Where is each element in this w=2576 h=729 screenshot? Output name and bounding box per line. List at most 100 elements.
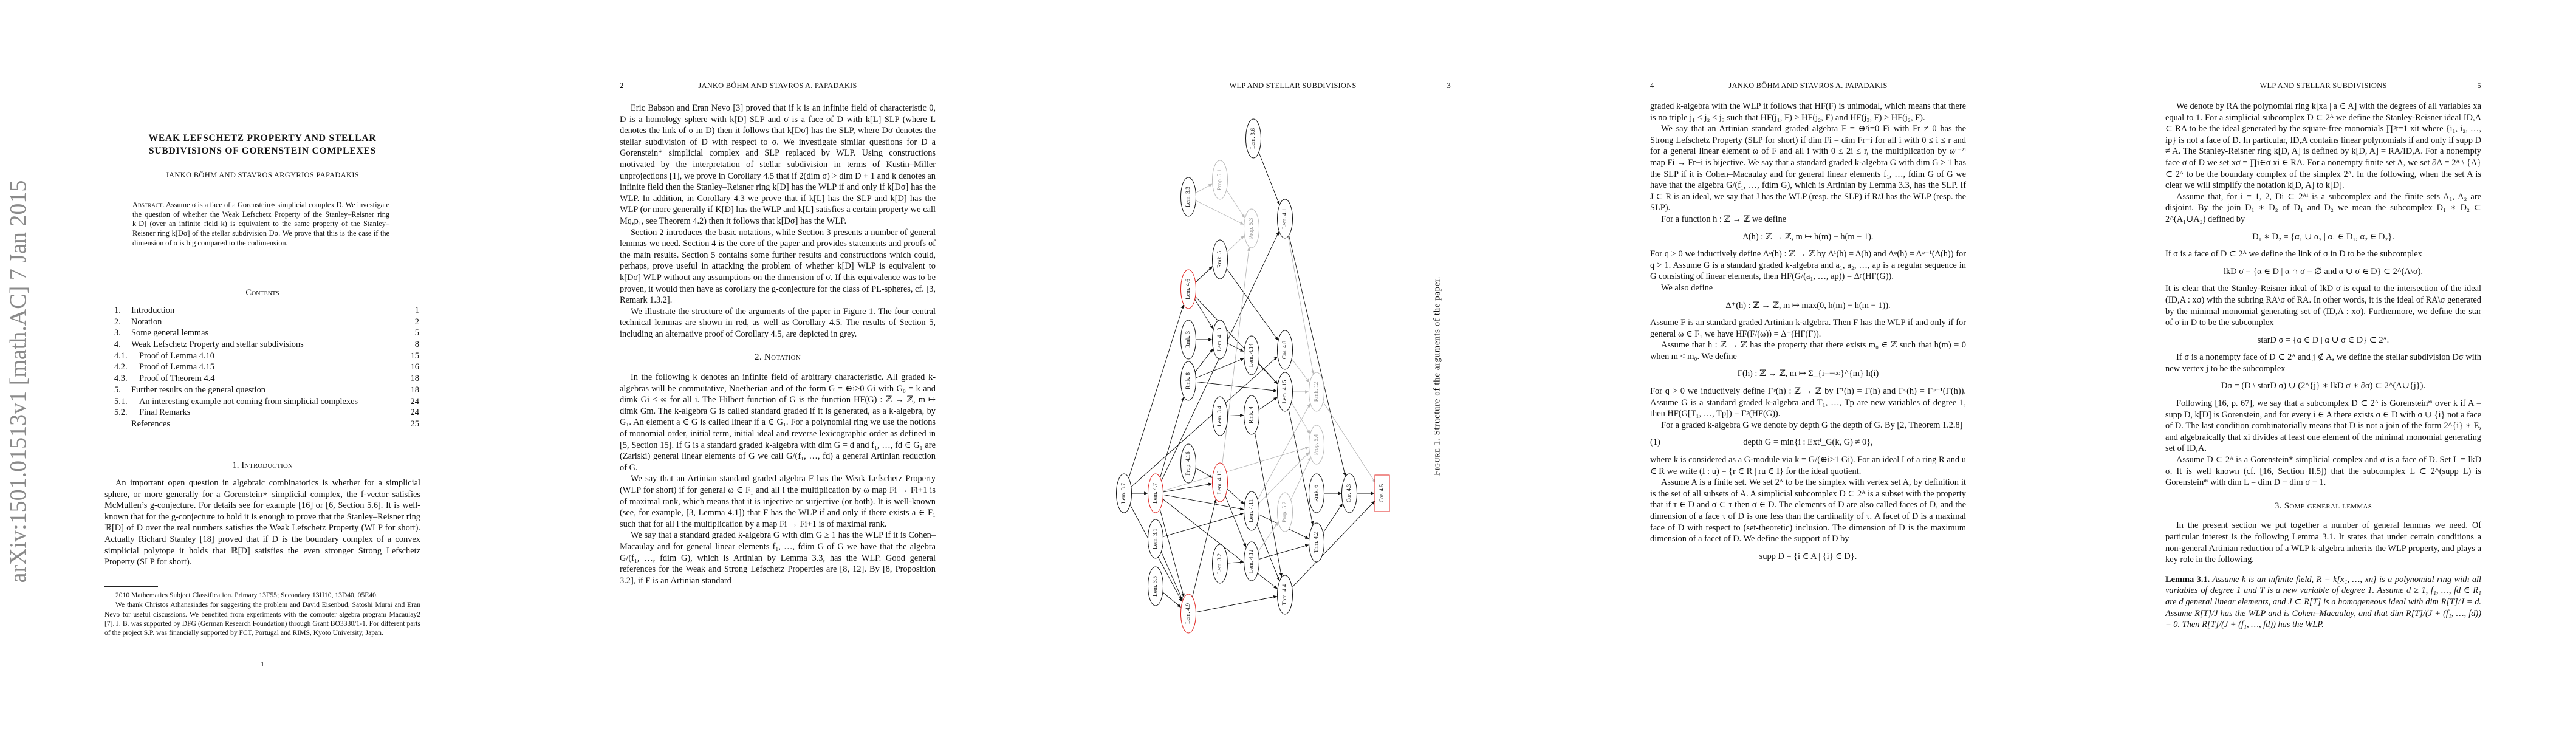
node-label: Lem. 3.2: [1217, 553, 1223, 574]
toc-label: Proof of Lemma 4.10: [139, 351, 214, 361]
graph-edge: [1257, 403, 1310, 500]
graph-edge: [1192, 499, 1217, 597]
graph-edge: [1258, 397, 1278, 411]
toc-label: Proof of Lemma 4.15: [139, 362, 214, 372]
contents-heading: Contents: [245, 288, 279, 298]
graph-edge: [1323, 503, 1343, 533]
node-label: Prop. 5.4: [1314, 434, 1320, 455]
toc-label: An interesting example not coming from s…: [139, 396, 358, 406]
page-4: 4 JANKO BÖHM AND STAVROS A. PAPADAKIS gr…: [1546, 0, 2061, 729]
authors: JANKO BÖHM AND STAVROS ARGYRIOS PAPADAKI…: [165, 171, 360, 179]
paragraph: Assume that, for i = 1, 2, Di ⊂ 2ᴬⁱ is a…: [2165, 191, 2481, 224]
toc-entry[interactable]: 4.Weak Lefschetz Property and stellar su…: [114, 339, 419, 351]
graph-node: Cor. 4.8: [1277, 330, 1293, 370]
display-equation: Γ(h) : ℤ → ℤ, m ↦ Σ_{i=−∞}^{m} h(i): [1737, 369, 1879, 379]
paragraph: We also define: [1661, 282, 1713, 293]
toc-number: 4.3.: [114, 374, 128, 384]
paragraph: It is clear that the Stanley-Reisner ide…: [2165, 284, 2481, 328]
graph-edge: [1287, 236, 1315, 374]
figure-caption: Figure 1. Structure of the arguments of …: [1433, 276, 1443, 476]
node-label: Lem. 4.6: [1185, 279, 1191, 299]
page-number: 4: [1650, 81, 1654, 90]
toc-entry[interactable]: 5.1.An interesting example not coming fr…: [114, 396, 419, 408]
graph-edge: [1258, 452, 1310, 504]
paragraph: If σ is a face of D ⊂ 2ᴬ we define the l…: [2165, 249, 2422, 259]
page-number: 3: [1447, 81, 1451, 90]
graph-node: Thm. 4.2: [1309, 522, 1324, 563]
graph-node: Prop. 5.4: [1309, 425, 1324, 465]
introduction-body: An important open question in algebraic …: [104, 477, 420, 568]
graph-node: Rmk. 6: [1309, 473, 1324, 513]
toc-page: 8: [414, 340, 419, 350]
graph-node: Rmk. 5: [1212, 239, 1228, 279]
node-label: Prop. 5.1: [1217, 169, 1223, 190]
node-shape: [1212, 544, 1228, 584]
abstract-text: Assume σ is a face of a Gorenstein∗ simp…: [132, 200, 389, 247]
graph-edge: [1195, 296, 1278, 385]
paragraph: where k is considered as a G-module via …: [1650, 455, 1966, 476]
paragraph: In the present section we put together a…: [2165, 521, 2481, 565]
toc-label: Further results on the general question: [131, 385, 266, 395]
paragraph: We denote by RA the polynomial ring k[xa…: [2165, 101, 2481, 191]
node-label: Lem. 4.7: [1153, 483, 1159, 504]
graph-node: Cor. 4.5: [1374, 474, 1390, 512]
graph-edge: [1226, 190, 1245, 219]
node-label: Rmk. 6: [1314, 485, 1320, 502]
paragraph: Assume A is a finite set. We set 2ᴬ to b…: [1650, 477, 1966, 544]
toc-number: 5.: [114, 385, 121, 395]
running-head-text: WLP AND STELLAR SUBDIVISIONS: [1229, 81, 1357, 90]
graph-edge: [1163, 512, 1244, 537]
abstract: Abstract. Assume σ is a face of a Gorens…: [132, 200, 389, 248]
toc-label: Notation: [131, 317, 162, 327]
node-shape: [1277, 492, 1293, 532]
node-shape: [1180, 361, 1196, 401]
section-heading: 3. Some general lemmas: [2274, 501, 2372, 511]
node-label: Lem. 4.14: [1249, 343, 1255, 367]
page-number: 2: [620, 81, 624, 90]
node-label: Prop. 5.3: [1249, 217, 1255, 239]
graph-node: Prop. 4.16: [1180, 443, 1196, 484]
toc-number: 1.: [114, 306, 121, 315]
toc-page: 18: [410, 374, 419, 384]
graph-node: Cor. 4.3: [1341, 473, 1357, 513]
node-label: Lem. 3.3: [1185, 187, 1191, 207]
graph-node: Lem. 4.6: [1180, 269, 1196, 309]
paragraph: For q > 0 we inductively define Δᵠ(h) : …: [1650, 249, 1966, 282]
node-shape: [1309, 425, 1324, 465]
display-equation: Δ⁺(h) : ℤ → ℤ, m ↦ max(0, h(m) − h(m − 1…: [1725, 300, 1891, 310]
node-shape: [1212, 396, 1228, 436]
graph-edge: [1291, 358, 1310, 383]
page-number: 1: [261, 660, 264, 668]
paragraph: Eric Babson and Eran Nevo [3] proved tha…: [620, 103, 936, 226]
toc-page: 25: [410, 419, 419, 429]
graph-edge: [1288, 235, 1346, 477]
node-shape: [1309, 522, 1324, 563]
node-shape: [1277, 199, 1293, 239]
node-shape: [1277, 372, 1293, 412]
graph-edge: [1227, 488, 1245, 505]
node-label: Thm. 4.4: [1282, 584, 1288, 605]
toc-label: Some general lemmas: [131, 328, 209, 338]
toc-entry[interactable]: 5. Further results on the general questio…: [114, 385, 419, 396]
lemma-label: Lemma 3.1.: [2165, 574, 2210, 584]
node-label: Lem. 3.7: [1121, 483, 1127, 504]
paragraph: We say that a standard graded k-algebra …: [620, 530, 936, 586]
node-label: Lem. 3.6: [1250, 128, 1256, 149]
page-2: 2 JANKO BÖHM AND STAVROS A. PAPADAKIS Er…: [515, 0, 1030, 729]
graph-node: Lem. 3.5: [1148, 566, 1163, 606]
node-shape: [1148, 566, 1163, 606]
paragraph: Assume D ⊂ 2ᴬ is a Gorenstein* simplicia…: [2165, 455, 2481, 488]
node-shape: [1277, 575, 1293, 615]
node-shape: [1180, 320, 1196, 360]
graph-edge: [1196, 200, 1244, 225]
